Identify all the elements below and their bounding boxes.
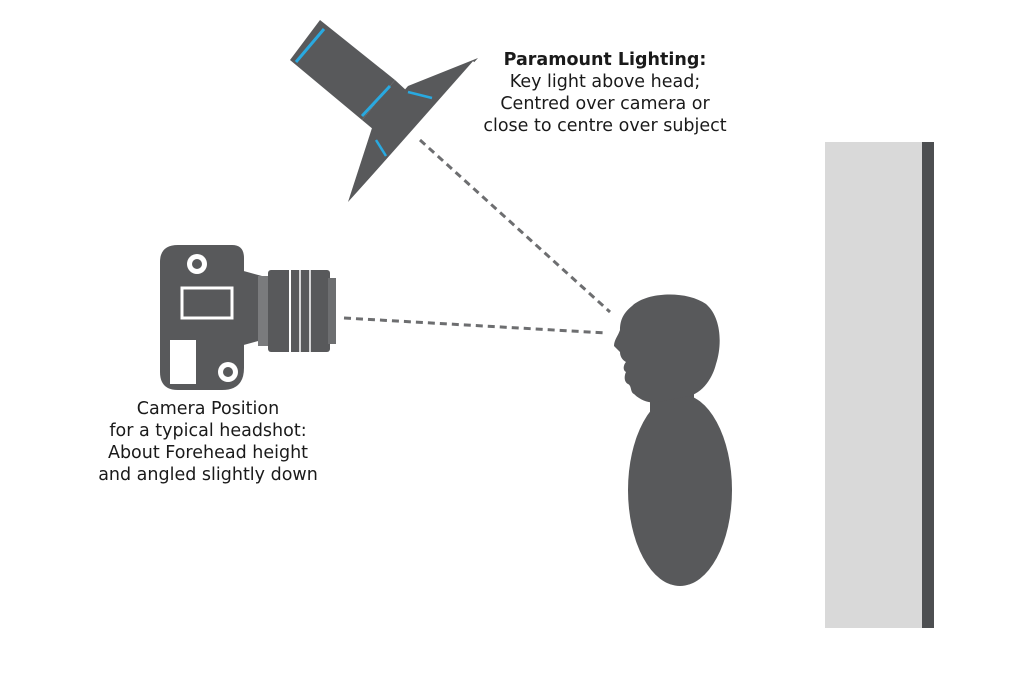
key-light-reflector-stripe-top [407,90,433,100]
key-light-body [290,20,395,120]
camera-bottom-dial-center [223,367,233,377]
camera-position-label: Camera Position for a typical headshot: … [62,398,354,486]
light-beam-line [418,138,612,314]
key-light-rim [351,61,475,201]
camera-sight-line [343,316,607,335]
subject-body [628,394,732,586]
key-light-accent-stripe [294,28,326,63]
camera-label-line: and angled slightly down [98,465,318,485]
camera-lens-front [328,278,336,344]
backdrop-edge [922,142,934,628]
key-light-collar [362,80,408,130]
camera-icon [160,245,336,390]
key-light-label: Paramount Lighting: Key light above head… [462,49,748,137]
backdrop [825,142,934,628]
subject-head [614,294,720,403]
camera-lens-barrel [268,270,330,352]
camera-label-line: Camera Position [136,399,280,419]
key-light-collar-stripe [360,84,392,118]
camera-viewfinder [180,286,234,320]
subject-silhouette [614,294,732,586]
camera-screen [170,340,196,384]
key-light-reflector-stripe-bottom [374,139,388,157]
key-light-label-line: close to centre over subject [483,116,727,136]
camera-label-line: About Forehead height [107,443,309,463]
camera-label-line: for a typical headshot: [109,421,307,441]
camera-top-dial-center [192,259,202,269]
key-light-label-line: Key light above head; [509,72,701,92]
key-light-label-line: Centred over camera or [500,94,710,114]
backdrop-panel [825,142,925,628]
key-light-label-title: Paramount Lighting: [503,50,707,70]
key-light-icon [290,20,478,202]
camera-lens-mount [258,276,268,346]
camera-prism [240,270,262,346]
